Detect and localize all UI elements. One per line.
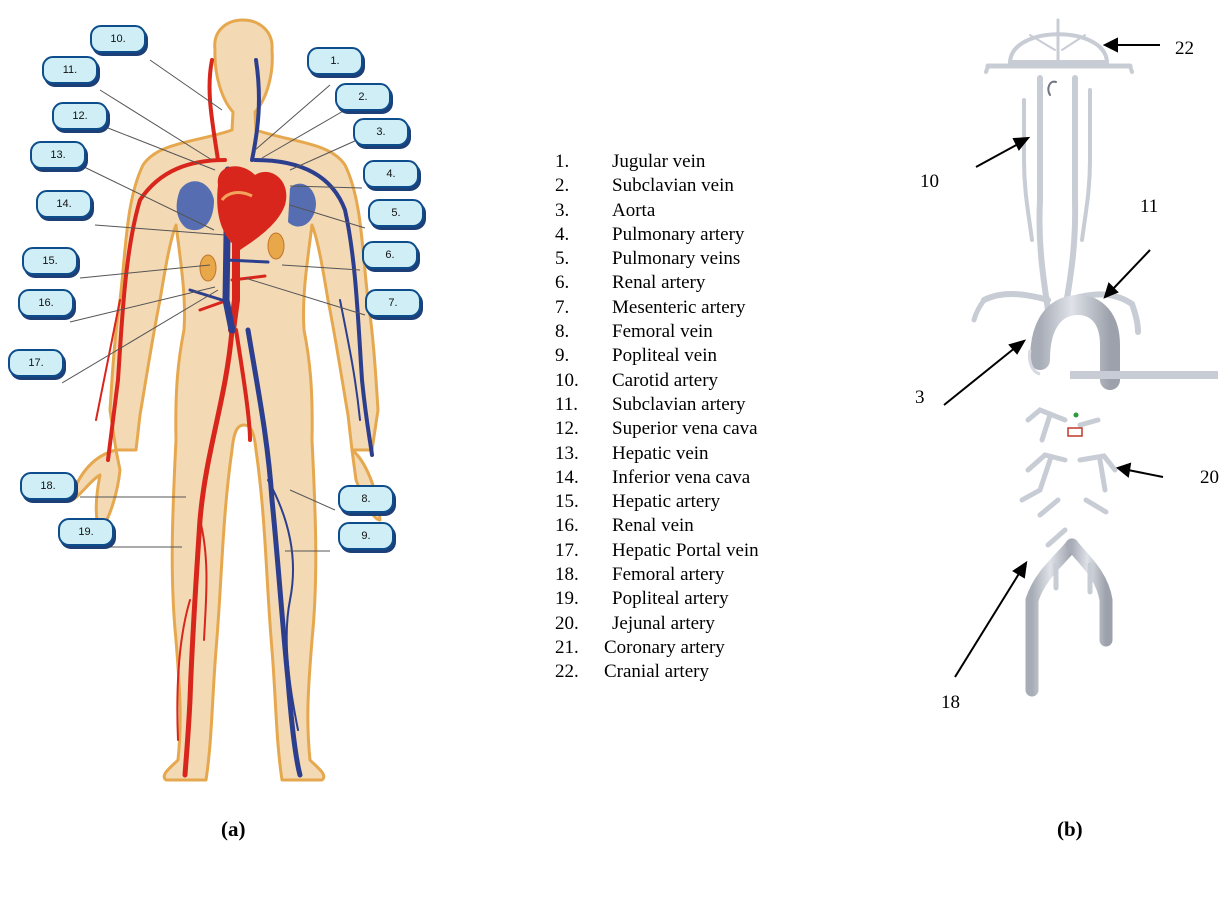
legend-item: 20.Jejunal artery — [555, 612, 759, 636]
legend-item: 21.Coronary artery — [555, 636, 759, 660]
caption-b: (b) — [1057, 817, 1083, 842]
callout-15: 15. — [22, 247, 78, 275]
legend-item: 11.Subclavian artery — [555, 393, 759, 417]
model-label-3: 3 — [915, 387, 925, 409]
model-label-18: 18 — [941, 692, 960, 714]
vessel-model: 22 10 11 3 20 18 — [900, 0, 1232, 760]
vessel-legend: 1.Jugular vein 2.Subclavian vein 3.Aorta… — [555, 150, 759, 685]
legend-item: 19.Popliteal artery — [555, 587, 759, 611]
legend-item: 14.Inferior vena cava — [555, 466, 759, 490]
callout-1: 1. — [307, 47, 363, 75]
legend-item: 16.Renal vein — [555, 514, 759, 538]
caption-a: (a) — [221, 817, 246, 842]
callout-13: 13. — [30, 141, 86, 169]
legend-item: 7.Mesenteric artery — [555, 296, 759, 320]
callout-6: 6. — [362, 241, 418, 269]
legend-item: 13.Hepatic vein — [555, 442, 759, 466]
callout-18: 18. — [20, 472, 76, 500]
callout-7: 7. — [365, 289, 421, 317]
callout-16: 16. — [18, 289, 74, 317]
callout-8: 8. — [338, 485, 394, 513]
legend-item: 4.Pulmonary artery — [555, 223, 759, 247]
callout-17: 17. — [8, 349, 64, 377]
model-label-11: 11 — [1140, 196, 1158, 218]
callout-12: 12. — [52, 102, 108, 130]
circulatory-figure: 10. 11. 12. 13. 14. 15. 16. 17. 18. 19. … — [0, 0, 440, 800]
callout-10: 10. — [90, 25, 146, 53]
vessel-model-render — [900, 0, 1232, 760]
model-label-20: 20 — [1200, 467, 1219, 489]
callout-19: 19. — [58, 518, 114, 546]
callout-11: 11. — [42, 56, 98, 84]
callout-14: 14. — [36, 190, 92, 218]
legend-item: 3.Aorta — [555, 199, 759, 223]
callout-5: 5. — [368, 199, 424, 227]
legend-item: 12.Superior vena cava — [555, 417, 759, 441]
callout-3: 3. — [353, 118, 409, 146]
legend-item: 22.Cranial artery — [555, 660, 759, 684]
legend-item: 10.Carotid artery — [555, 369, 759, 393]
legend-item: 18.Femoral artery — [555, 563, 759, 587]
model-label-10: 10 — [920, 171, 939, 193]
legend-item: 1.Jugular vein — [555, 150, 759, 174]
legend-item: 15.Hepatic artery — [555, 490, 759, 514]
aortic-arch — [1029, 305, 1218, 380]
legend-item: 9.Popliteal vein — [555, 344, 759, 368]
model-label-22: 22 — [1175, 38, 1194, 60]
legend-item: 2.Subclavian vein — [555, 174, 759, 198]
callout-9: 9. — [338, 522, 394, 550]
callout-4: 4. — [363, 160, 419, 188]
callout-2: 2. — [335, 83, 391, 111]
legend-item: 6.Renal artery — [555, 271, 759, 295]
legend-item: 17.Hepatic Portal vein — [555, 539, 759, 563]
legend-item: 8.Femoral vein — [555, 320, 759, 344]
legend-item: 5.Pulmonary veins — [555, 247, 759, 271]
